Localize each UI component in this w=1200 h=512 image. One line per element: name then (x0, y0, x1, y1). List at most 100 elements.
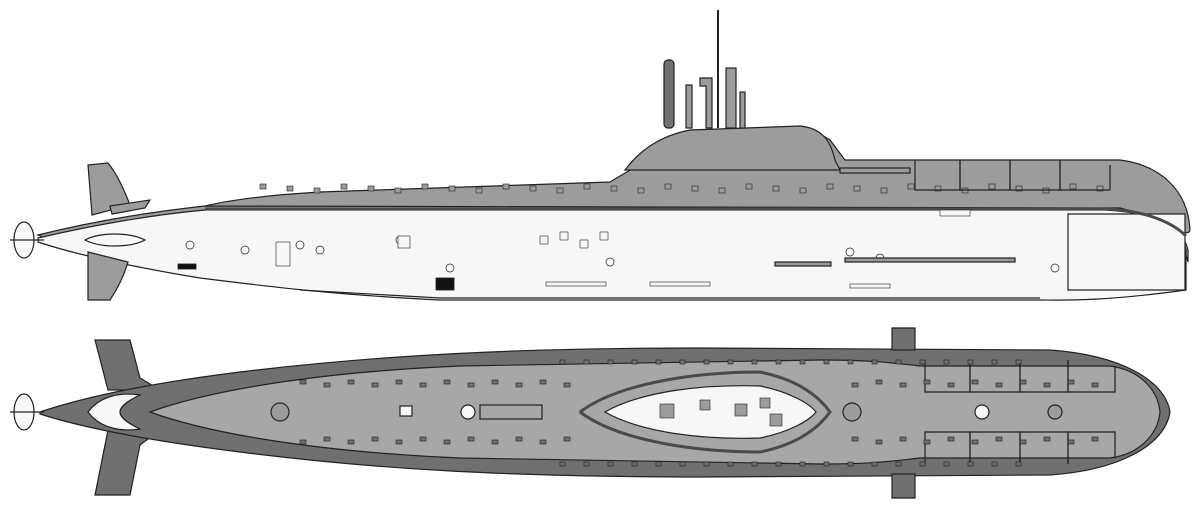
hull-fixture (799, 359, 806, 365)
hull-fixture (923, 379, 931, 385)
hull-fixture (299, 439, 307, 445)
hull-fixture (443, 379, 451, 385)
hull-fixture (539, 439, 547, 445)
hull-fixture (491, 439, 499, 445)
hull-fixture (539, 235, 549, 245)
hull-fixture (923, 439, 931, 445)
hull-fixture (631, 461, 638, 467)
hull-fixture (847, 359, 854, 365)
hull-fixture (395, 379, 403, 385)
hull-fixture (367, 185, 375, 192)
porthole-fixture (295, 240, 305, 250)
hull-fixture (799, 187, 807, 194)
hull-fixture (823, 461, 830, 467)
hull-fixture (939, 209, 971, 217)
hull-fixture (655, 461, 662, 467)
hull-fixture (275, 241, 291, 267)
hull-fixture (849, 283, 891, 289)
top-bow-plane-upper (891, 327, 916, 351)
side-waterline (205, 207, 1188, 238)
top-sail-rim (579, 370, 832, 454)
hull-fixture (607, 359, 614, 365)
hull-fixture (583, 183, 591, 190)
hull-fixture (727, 359, 734, 365)
hull-fixture (655, 359, 662, 365)
hull-fixture (851, 382, 859, 388)
hull-fixture (875, 379, 883, 385)
top-hatches (270, 402, 1063, 422)
hull-fixture (491, 379, 499, 385)
hull-fixture (539, 379, 547, 385)
hull-fixture (371, 382, 379, 388)
hatch-icon (270, 402, 290, 422)
hull-fixture (649, 281, 711, 287)
hull-fixture (1015, 359, 1022, 365)
hull-fixture (1096, 185, 1104, 192)
hull-fixture (419, 382, 427, 388)
hull-fixture (448, 185, 456, 192)
hull-fixture (583, 461, 590, 467)
hull-fixture (995, 436, 1003, 442)
hull-fixture (515, 436, 523, 442)
porthole-fixture (315, 245, 325, 255)
hull-fixture (703, 359, 710, 365)
hull-fixture (934, 185, 942, 192)
hull-fixture (899, 382, 907, 388)
porthole-fixture (445, 263, 455, 273)
hull-fixture (323, 382, 331, 388)
hull-fixture (637, 187, 645, 194)
hull-fixture (853, 185, 861, 192)
top-tail-fin-upper (94, 339, 163, 391)
hull-fixture (1019, 439, 1027, 445)
hull-fixture (1019, 379, 1027, 385)
hull-fixture (340, 183, 348, 190)
hull-fixture (313, 187, 321, 194)
hull-fixture (727, 461, 734, 467)
hull-fixture (659, 403, 675, 419)
hull-fixture (751, 461, 758, 467)
side-lower-rudder (87, 251, 129, 301)
hull-fixture (895, 461, 902, 467)
hull-fixture (769, 413, 783, 427)
hull-fixture (1091, 436, 1099, 442)
hull-fixture (435, 277, 455, 291)
hull-fixture (1091, 382, 1099, 388)
side-stern-plane (109, 199, 152, 215)
hull-fixture (559, 359, 566, 365)
hull-fixture (907, 183, 915, 190)
hull-fixture (259, 183, 267, 190)
hull-fixture (529, 185, 537, 192)
hull-fixture (1043, 382, 1051, 388)
porthole-fixture (1050, 263, 1060, 273)
hull-fixture (1067, 439, 1075, 445)
hull-fixture (1067, 379, 1075, 385)
hull-fixture (177, 263, 197, 270)
hull-fixture (1015, 185, 1023, 192)
hull-fixture (371, 436, 379, 442)
hull-fixture (679, 461, 686, 467)
hull-fixture (718, 187, 726, 194)
comm-mast (739, 91, 746, 129)
hull-fixture (943, 359, 950, 365)
hull-fixture (421, 183, 429, 190)
side-hull-fixtures (177, 183, 1104, 291)
hull-fixture (563, 436, 571, 442)
hull-fixture (947, 382, 955, 388)
top-bow-tubes (924, 360, 1116, 464)
hull-fixture (995, 382, 1003, 388)
top-stern-fairing (87, 393, 143, 431)
hull-fixture (775, 461, 782, 467)
hull-fixture (871, 359, 878, 365)
side-bow-tubes (914, 160, 1111, 191)
hull-fixture (395, 439, 403, 445)
hull-fixture (745, 183, 753, 190)
hull-fixture (467, 436, 475, 442)
hull-fixture (947, 436, 955, 442)
side-hull-lower (37, 209, 1187, 301)
porthole-fixture (845, 247, 855, 257)
hull-fixture (875, 439, 883, 445)
top-deck-fixtures (299, 359, 1099, 467)
hull-fixture (607, 461, 614, 467)
top-propeller-icon (10, 393, 44, 431)
top-tail-fin-lower (94, 429, 162, 496)
